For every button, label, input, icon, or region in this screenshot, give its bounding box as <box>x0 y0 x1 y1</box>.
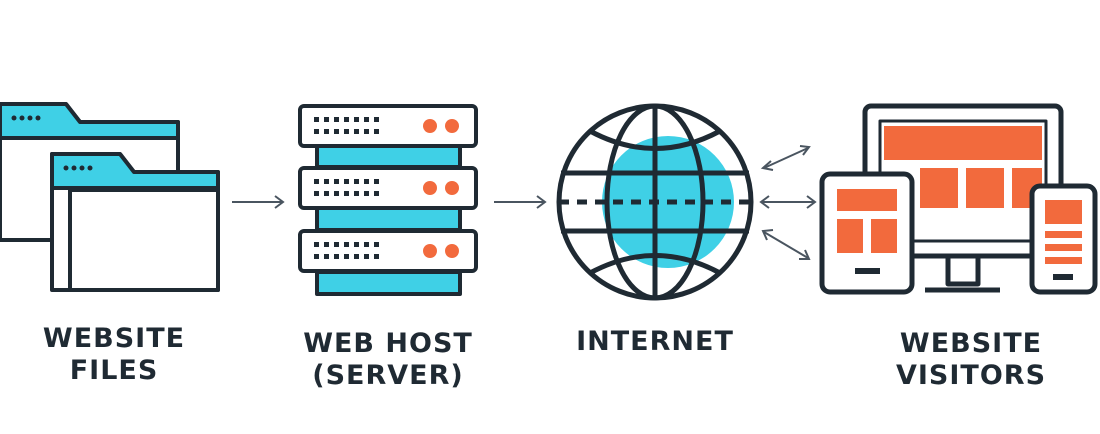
label-website-visitors: WEBSITE VISITORS <box>868 328 1074 392</box>
label-line: FILES <box>69 355 159 386</box>
label-internet: INTERNET <box>545 326 765 358</box>
arrows-internet-visitors <box>759 145 817 260</box>
label-line: VISITORS <box>895 360 1047 391</box>
label-line: WEB HOST <box>303 328 473 359</box>
label-web-host: WEB HOST (SERVER) <box>278 328 498 392</box>
label-line: (SERVER) <box>312 360 464 391</box>
label-line: WEBSITE <box>899 328 1043 359</box>
arrow-files-to-host <box>232 195 285 209</box>
label-website-files: WEBSITE FILES <box>14 323 214 387</box>
arrow-host-to-internet <box>494 195 547 209</box>
label-line: INTERNET <box>576 326 734 357</box>
globe-icon <box>556 103 754 301</box>
folders-icon <box>0 102 220 292</box>
devices-icon <box>819 103 1098 295</box>
server-icon <box>298 104 478 296</box>
label-line: WEBSITE <box>42 323 186 354</box>
